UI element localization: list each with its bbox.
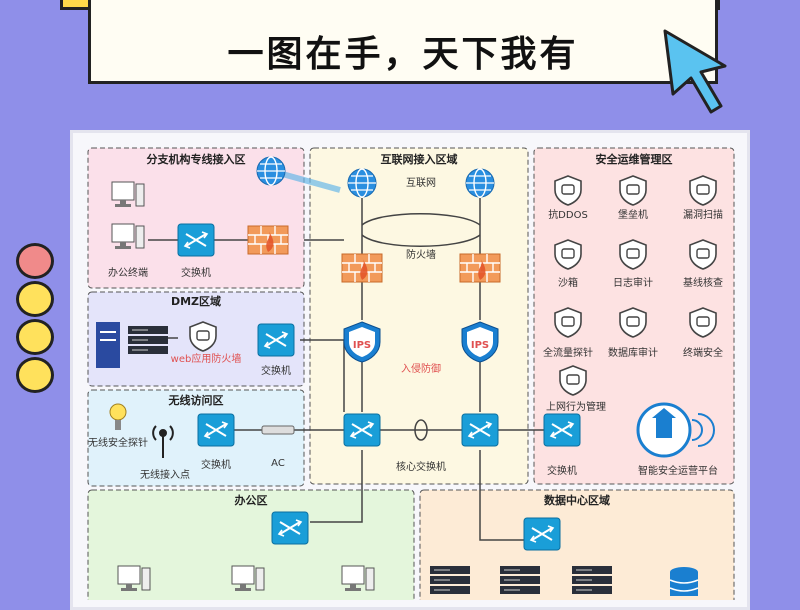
firewall-right-icon bbox=[459, 253, 501, 283]
dc-database-icon bbox=[669, 567, 699, 596]
zone-wireless bbox=[87, 389, 305, 487]
datacenter-switch-icon bbox=[523, 517, 561, 551]
branch-firewall-icon bbox=[247, 225, 289, 255]
zone-datacenter bbox=[419, 489, 735, 600]
decorative-dots bbox=[16, 243, 54, 395]
core-switch-left-icon bbox=[343, 413, 381, 447]
label-anti-ddos: 抗DDOS bbox=[548, 208, 588, 221]
label-sandbox: 沙箱 bbox=[558, 276, 578, 289]
wireless-probe-icon bbox=[109, 403, 127, 430]
connection-lines bbox=[148, 198, 544, 541]
security-switch-icon bbox=[543, 413, 581, 447]
wireless-switch-icon bbox=[197, 413, 235, 447]
dot-red bbox=[16, 243, 54, 279]
zone-title-branch: 分支机构专线接入区 bbox=[147, 152, 246, 166]
internet-globe-right-icon bbox=[465, 168, 495, 198]
label-behavior: 上网行为管理 bbox=[546, 400, 606, 413]
label-log-audit: 日志审计 bbox=[613, 276, 653, 289]
zone-title-wireless: 无线访问区 bbox=[168, 393, 224, 407]
label-wireless-switch: 交换机 bbox=[201, 458, 231, 471]
link-aggregation-icon bbox=[414, 419, 428, 441]
dot-yellow-3 bbox=[16, 357, 54, 393]
label-vuln-scan: 漏洞扫描 bbox=[683, 208, 723, 221]
core-switch-right-icon bbox=[461, 413, 499, 447]
label-endpoint: 终端安全 bbox=[683, 346, 723, 359]
label-office-terminal: 办公终端 bbox=[108, 266, 148, 279]
soc-platform-icon bbox=[636, 402, 715, 458]
label-traffic-probe: 全流量探针 bbox=[543, 346, 593, 359]
label-soc: 智能安全运营平台 bbox=[638, 464, 718, 477]
dc-server-1-icon bbox=[429, 565, 471, 595]
dc-server-2-icon bbox=[499, 565, 541, 595]
firewall-left-icon bbox=[341, 253, 383, 283]
label-ac: AC bbox=[271, 458, 285, 469]
branch-switch-icon bbox=[177, 223, 215, 257]
dot-yellow-1 bbox=[16, 281, 54, 317]
label-baseline: 基线核查 bbox=[683, 276, 723, 289]
label-firewall: 防火墙 bbox=[406, 248, 436, 261]
dot-yellow-2 bbox=[16, 319, 54, 355]
zone-title-office: 办公区 bbox=[235, 493, 268, 507]
ac-device-icon bbox=[261, 425, 295, 435]
label-internet: 互联网 bbox=[406, 177, 436, 189]
dc-server-3-icon bbox=[571, 565, 613, 595]
label-core-switch: 核心交换机 bbox=[396, 460, 446, 473]
dmz-switch-icon bbox=[257, 323, 295, 357]
label-security-switch: 交换机 bbox=[547, 464, 577, 477]
zone-title-dmz: DMZ区域 bbox=[171, 294, 221, 308]
zone-office bbox=[87, 489, 415, 600]
label-waf: web应用防火墙 bbox=[171, 352, 242, 365]
label-wireless-ap: 无线接入点 bbox=[140, 468, 190, 481]
zone-internet bbox=[309, 147, 529, 485]
dmz-server-icon bbox=[96, 322, 120, 368]
headline: 一图在手，天下我有 bbox=[227, 34, 579, 75]
office-switch-icon bbox=[271, 511, 309, 545]
label-bastion: 堡垒机 bbox=[618, 208, 648, 221]
label-intrusion: 入侵防御 bbox=[401, 362, 441, 375]
internet-globe-left-icon bbox=[347, 168, 377, 198]
branch-globe-icon bbox=[256, 156, 286, 186]
label-db-audit: 数据库审计 bbox=[608, 346, 658, 359]
cursor-arrow-icon bbox=[663, 29, 727, 114]
zone-title-internet: 互联网接入区域 bbox=[381, 152, 458, 166]
zone-title-security: 安全运维管理区 bbox=[596, 152, 673, 166]
zone-title-datacenter: 数据中心区域 bbox=[544, 493, 610, 507]
dmz-rack-icon bbox=[127, 325, 169, 355]
label-dmz-switch: 交换机 bbox=[261, 364, 291, 377]
label-branch-switch: 交换机 bbox=[181, 266, 211, 279]
wireless-ap-icon bbox=[152, 425, 174, 458]
label-wireless-probe: 无线安全探针 bbox=[88, 436, 148, 449]
banner: 一图在手，天下我有 bbox=[88, 0, 718, 84]
